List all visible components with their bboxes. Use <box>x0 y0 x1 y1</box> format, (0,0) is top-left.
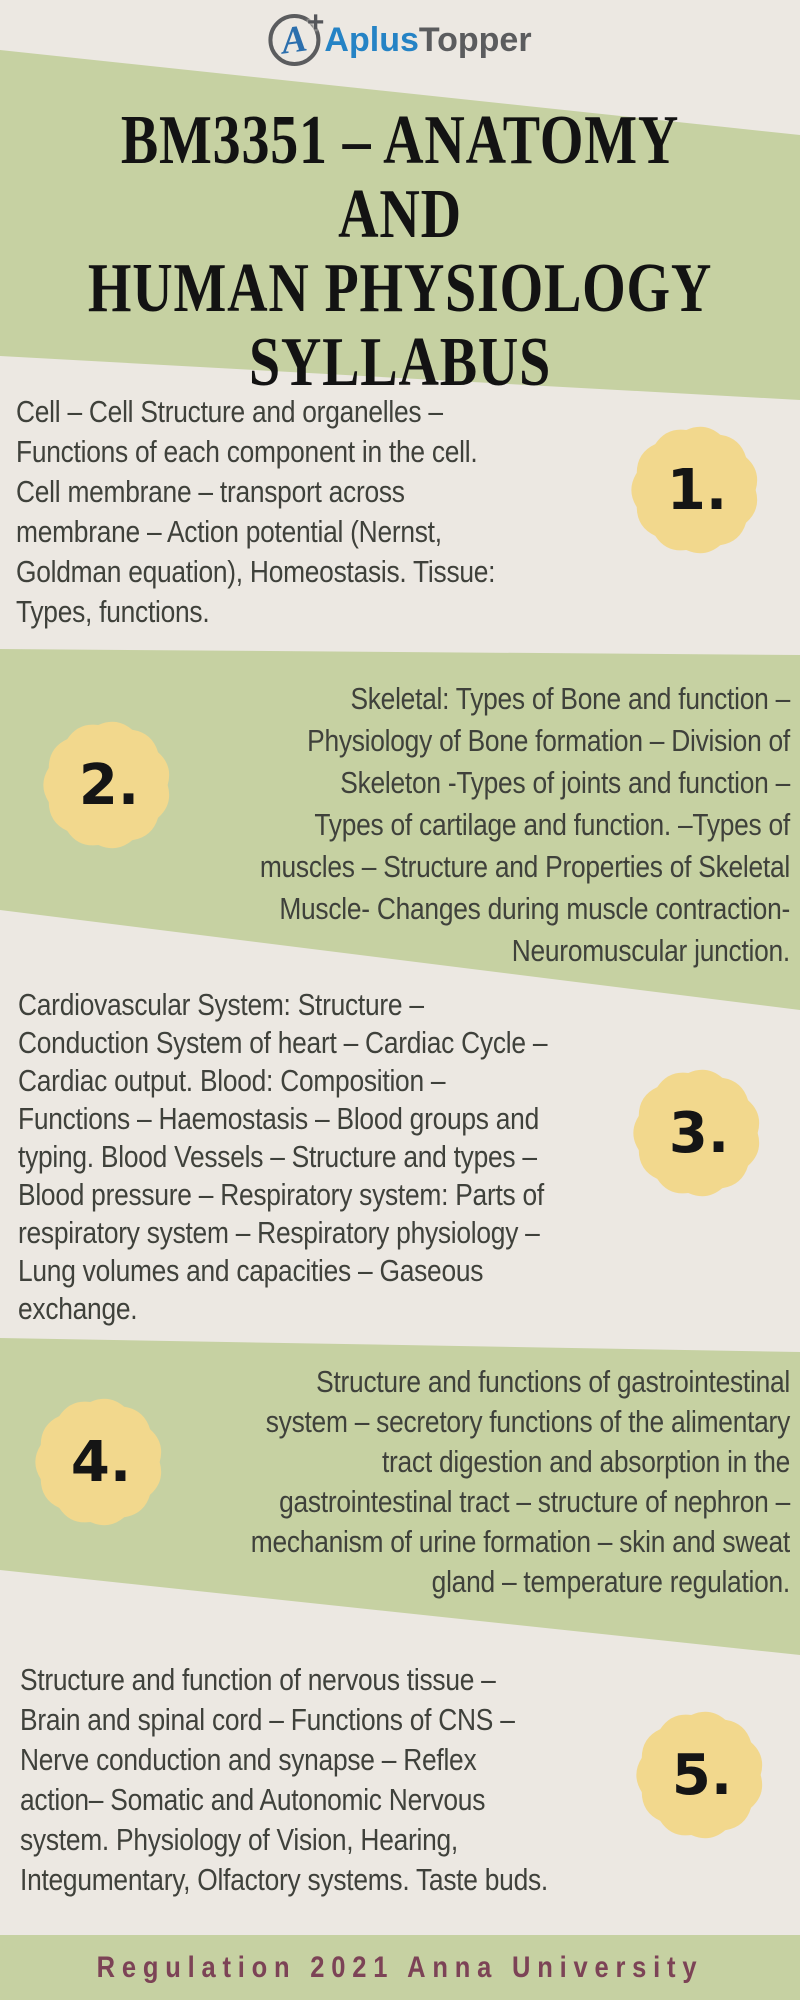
badge-3-blob-icon <box>633 1069 760 1197</box>
badge-3-number: 3. <box>668 1100 730 1166</box>
badge-2-blob-icon <box>43 721 170 849</box>
badge-2-number: 2. <box>78 752 140 818</box>
logo-a-plus-icon: A + <box>268 8 324 66</box>
section-3-text: Cardiovascular System: Structure – Condu… <box>18 987 548 1326</box>
badge-5-blob-icon <box>636 1711 763 1839</box>
logo-word-topper: Topper <box>418 20 532 59</box>
logo-wordmark: AplusTopper <box>324 21 531 60</box>
badge-1: 1. <box>625 420 765 560</box>
aplustopper-logo: A + AplusTopper <box>268 8 532 66</box>
section-4-text: Structure and functions of gastrointesti… <box>250 1364 790 1599</box>
section4-band-shape <box>0 1338 800 1655</box>
section2-band-shape <box>0 649 800 1010</box>
badge-4-number: 4. <box>70 1429 132 1495</box>
badge-4: 4. <box>29 1392 169 1532</box>
footer-regulation-text: Regulation 2021 Anna University <box>96 1951 704 1984</box>
title-band-shape <box>0 50 800 400</box>
logo-word-aplus: Aplus <box>324 20 419 59</box>
badge-1-number: 1. <box>666 457 728 523</box>
badge-5-number: 5. <box>671 1742 733 1808</box>
logo-letter-a: A <box>278 17 310 63</box>
footer-band-shape <box>0 1935 800 2000</box>
section-1-text: Cell – Cell Structure and organelles – F… <box>16 394 496 629</box>
section-5-text: Structure and function of nervous tissue… <box>20 1662 548 1897</box>
badge-3: 3. <box>627 1063 767 1203</box>
badge-5: 5. <box>630 1705 770 1845</box>
badge-2: 2. <box>37 715 177 855</box>
section-2-text: Skeletal: Types of Bone and function – P… <box>259 681 790 968</box>
logo-plus-icon: + <box>306 6 325 39</box>
badge-1-blob-icon <box>631 426 758 554</box>
badge-4-blob-icon <box>35 1398 162 1526</box>
page-title: BM3351 – ANATOMY AND HUMAN PHYSIOLOGY SY… <box>87 102 713 401</box>
